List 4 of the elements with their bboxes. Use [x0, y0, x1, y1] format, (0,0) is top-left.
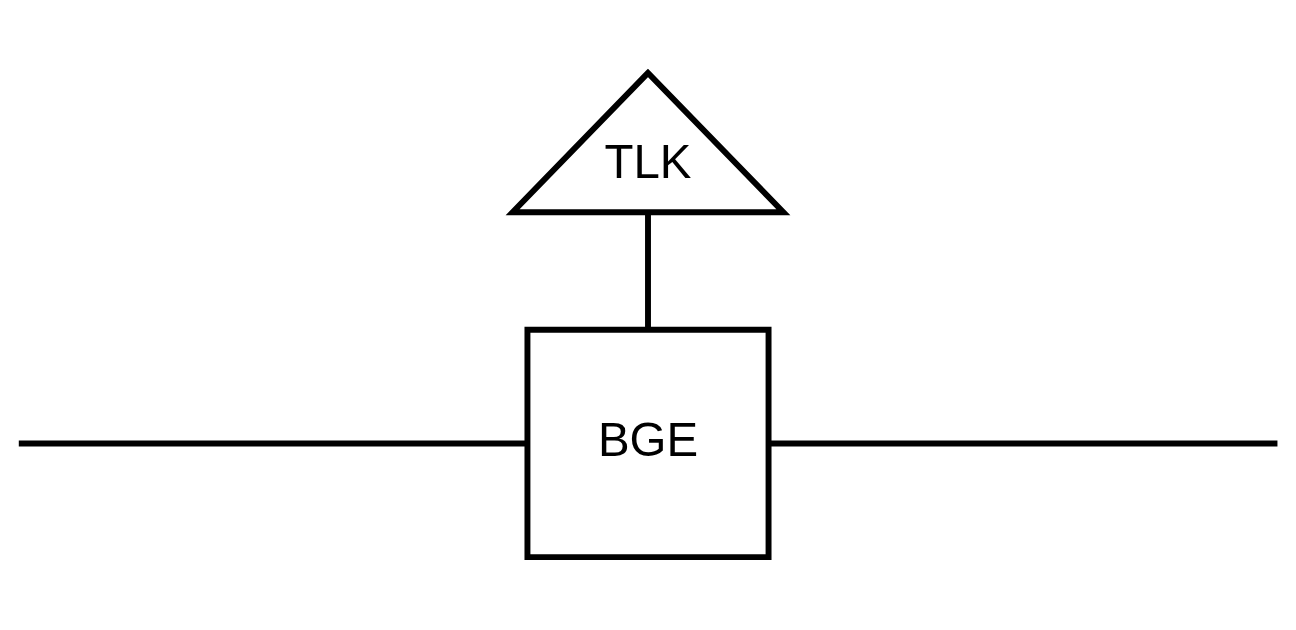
connector — [645, 212, 651, 330]
connector — [18, 440, 527, 447]
node-box: BGE — [524, 326, 772, 561]
connector — [768, 440, 1278, 447]
